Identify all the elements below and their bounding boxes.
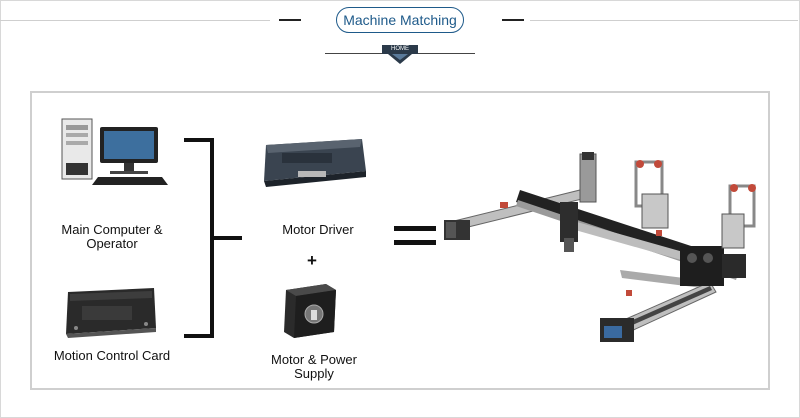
motor-driver-image: [264, 139, 366, 187]
gantry-machine-image: [444, 152, 756, 342]
motor-power-label: Motor & Power Supply: [271, 352, 357, 381]
motion-card-image: [66, 288, 156, 338]
header-rule-right: [530, 20, 798, 21]
header-dash-right: [502, 19, 524, 21]
home-badge-label: HOME: [391, 46, 409, 52]
computer-image: [61, 118, 168, 185]
plus-sign: +: [307, 251, 317, 270]
header-rule-left: [0, 20, 270, 21]
stepper-motor-image: [284, 284, 336, 338]
equals-sign: [394, 226, 436, 245]
motor-driver-label: Motor Driver: [282, 222, 354, 237]
header-dash-left: [279, 19, 301, 21]
motion-card-label: Motion Control Card: [53, 348, 171, 363]
grouping-bracket: [184, 138, 242, 338]
main-computer-label: Main Computer & Operator: [61, 222, 163, 251]
section-title: Machine Matching: [336, 7, 464, 33]
home-badge-icon[interactable]: [382, 45, 418, 65]
